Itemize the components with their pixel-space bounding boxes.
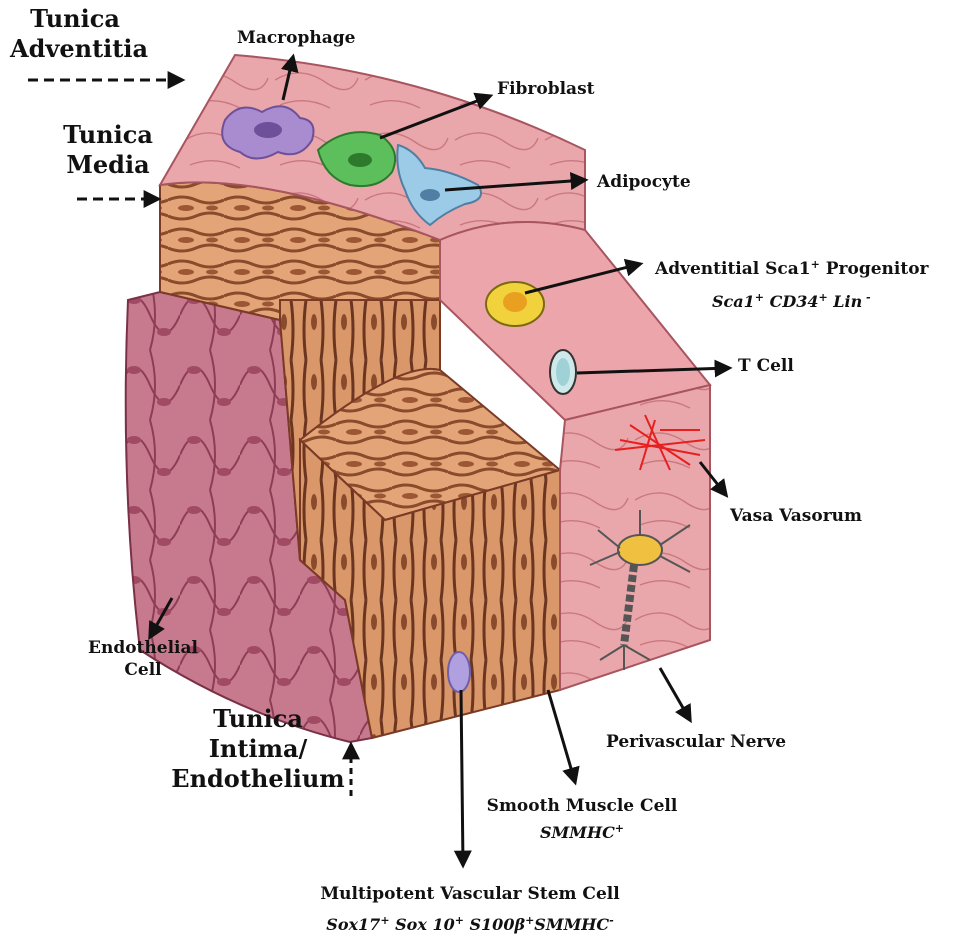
progenitor-label: Adventitial Sca1+ Progenitor: [655, 258, 929, 280]
fibroblast-nucleus: [348, 153, 372, 167]
vasa-vasorum-label: Vasa Vasorum: [730, 505, 862, 527]
stem-cell-label: Multipotent Vascular Stem Cell Sox17+ So…: [270, 883, 670, 935]
tcell-label: T Cell: [738, 355, 794, 377]
nerve-arrow: [660, 668, 690, 720]
media-label: TunicaMedia: [52, 120, 164, 180]
perivascular-nerve-label: Perivascular Nerve: [606, 731, 786, 753]
fibroblast-label: Fibroblast: [497, 78, 595, 100]
macrophage-label: Macrophage: [237, 27, 355, 49]
progenitor-markers: Sca1+ CD34+ Lin -: [712, 292, 871, 312]
progenitor-nucleus: [503, 292, 527, 312]
adventitia-label: TunicaAdventitia: [10, 4, 140, 64]
adipocyte-label: Adipocyte: [597, 171, 691, 193]
smooth-muscle-label: Smooth Muscle Cell SMMHC+: [462, 795, 702, 843]
stem-cell: [448, 652, 470, 692]
endothelial-label: EndothelialCell: [88, 637, 198, 681]
intima-label: TunicaIntima/Endothelium: [168, 704, 348, 794]
smooth-muscle-arrow: [548, 690, 575, 782]
adventitia-middle: [440, 222, 710, 420]
t-cell-nucleus: [556, 358, 570, 386]
macrophage-nucleus: [254, 122, 282, 138]
stem-cell-markers: Sox17+ Sox 10+ S100β+SMMHC-: [270, 915, 670, 935]
adipocyte-nucleus: [420, 189, 440, 201]
